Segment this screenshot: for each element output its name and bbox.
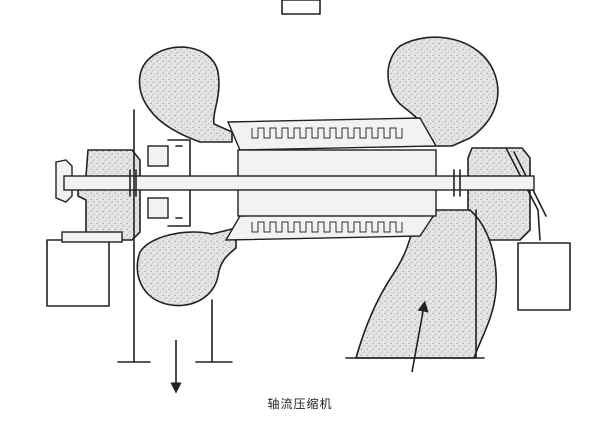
left-frame-legs <box>117 109 233 363</box>
outlet-volute-upper <box>138 46 233 143</box>
inlet-flow-arrow <box>411 300 429 373</box>
shaft-collar-right <box>453 169 461 197</box>
blade-row-upper <box>251 127 403 139</box>
left-support <box>46 239 110 307</box>
outlet-volute-lower <box>136 227 237 307</box>
figure-caption: 轴流压缩机 <box>267 397 333 411</box>
top-marker-box <box>281 0 321 15</box>
casing-upper <box>226 117 438 151</box>
left-bearing-cap <box>61 231 123 243</box>
right-support <box>517 242 571 311</box>
inlet-volute-upper <box>387 36 499 147</box>
main-shaft <box>63 175 535 191</box>
seal-block-lower <box>147 197 169 219</box>
blade-row-lower <box>251 221 403 233</box>
shaft-collar-left <box>129 169 137 197</box>
seal-block-upper <box>147 145 169 167</box>
